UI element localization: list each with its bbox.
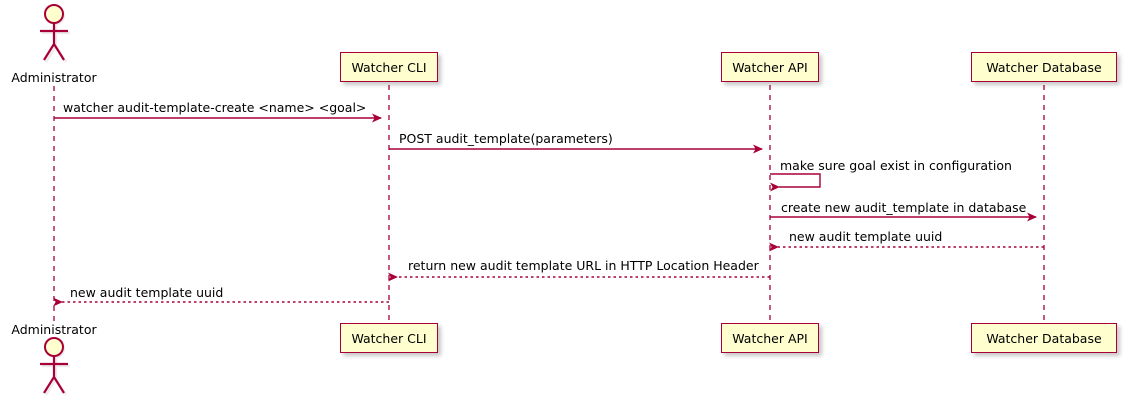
message-label-6: return new audit template URL in HTTP Lo… — [408, 258, 759, 273]
actor-body — [40, 356, 68, 394]
message-label-5: new audit template uuid — [789, 229, 943, 244]
actor-administrator-top — [40, 4, 70, 63]
actor-label-administrator-top: Administrator — [11, 70, 97, 85]
message-label-7: new audit template uuid — [70, 285, 224, 300]
message-label-3: make sure goal exist in configuration — [780, 158, 1012, 173]
message-label-2: POST audit_template(parameters) — [399, 131, 613, 146]
participant-box-watcher-database-bottom[interactable]: Watcher Database — [971, 323, 1117, 353]
message-label-4: create new audit_template in database — [781, 200, 1027, 215]
participant-box-watcher-database-top[interactable]: Watcher Database — [971, 52, 1117, 82]
lifelines — [53, 85, 1045, 325]
participant-box-watcher-cli-top[interactable]: Watcher CLI — [340, 52, 438, 82]
actor-administrator-bottom — [40, 337, 70, 396]
participant-box-watcher-cli-bottom[interactable]: Watcher CLI — [340, 323, 438, 353]
arrow-message-3-self — [770, 173, 821, 192]
participant-box-watcher-api-top[interactable]: Watcher API — [721, 52, 819, 82]
actor-label-administrator-bottom: Administrator — [11, 322, 97, 337]
participant-box-watcher-api-bottom[interactable]: Watcher API — [721, 323, 819, 353]
actor-body — [40, 23, 68, 61]
message-label-1: watcher audit-template-create <name> <go… — [63, 100, 367, 115]
actor-head — [44, 337, 64, 357]
actor-head — [44, 4, 64, 24]
